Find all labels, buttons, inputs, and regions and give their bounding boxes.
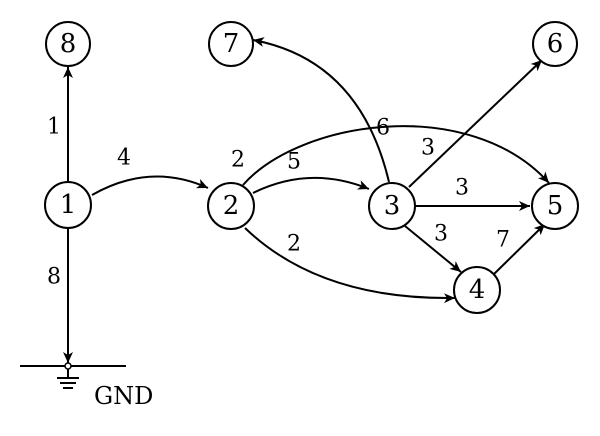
edge-weight-3-7: 6 (376, 116, 390, 141)
node-2: 2 (207, 182, 255, 230)
node-label-1: 1 (60, 190, 77, 220)
edge-2-to-4 (244, 227, 456, 304)
node-label-3: 3 (384, 191, 401, 221)
node-1: 1 (44, 181, 92, 229)
node-6: 6 (532, 21, 578, 67)
edge-3-to-6 (408, 59, 543, 188)
node-label-7: 7 (223, 29, 240, 59)
edge-3-to-7 (252, 37, 390, 183)
node-8: 8 (45, 21, 91, 67)
edge-weight-1-gnd: 8 (47, 265, 61, 290)
node-7: 7 (208, 21, 254, 67)
edge-weight-3-5: 3 (455, 176, 469, 201)
edge-weight-4-5: 7 (496, 228, 510, 253)
node-label-6: 6 (547, 29, 564, 59)
edge-weight-1-8: 1 (47, 115, 61, 140)
edge-4-to-5 (493, 223, 546, 275)
node-3: 3 (368, 182, 416, 230)
node-label-2: 2 (223, 191, 240, 221)
node-label-4: 4 (469, 275, 486, 305)
node-5: 5 (531, 182, 579, 230)
edge-weight-2-3: 5 (287, 150, 301, 175)
node-label-5: 5 (547, 191, 564, 221)
edge-1-to-2 (91, 175, 209, 196)
edge-weight-3-6: 3 (421, 136, 435, 161)
edge-labels: 1 8 4 2 5 2 6 3 3 3 7 (47, 115, 510, 290)
edge-2-to-5 (242, 125, 550, 186)
ground-label: GND (94, 382, 153, 410)
edge-weight-3-4: 3 (434, 222, 448, 247)
edge-weight-1-2: 4 (117, 146, 131, 171)
node-4: 4 (453, 266, 501, 314)
edge-3-to-4 (404, 225, 462, 273)
node-label-8: 8 (60, 29, 77, 59)
edges (63, 37, 550, 363)
edge-weight-2-4: 2 (287, 232, 301, 257)
nodes: 8 7 6 1 2 3 5 4 (44, 21, 579, 314)
ground-symbol: GND (20, 362, 153, 410)
edge-weight-2-5: 2 (231, 148, 245, 173)
edge-2-to-3 (252, 177, 370, 194)
